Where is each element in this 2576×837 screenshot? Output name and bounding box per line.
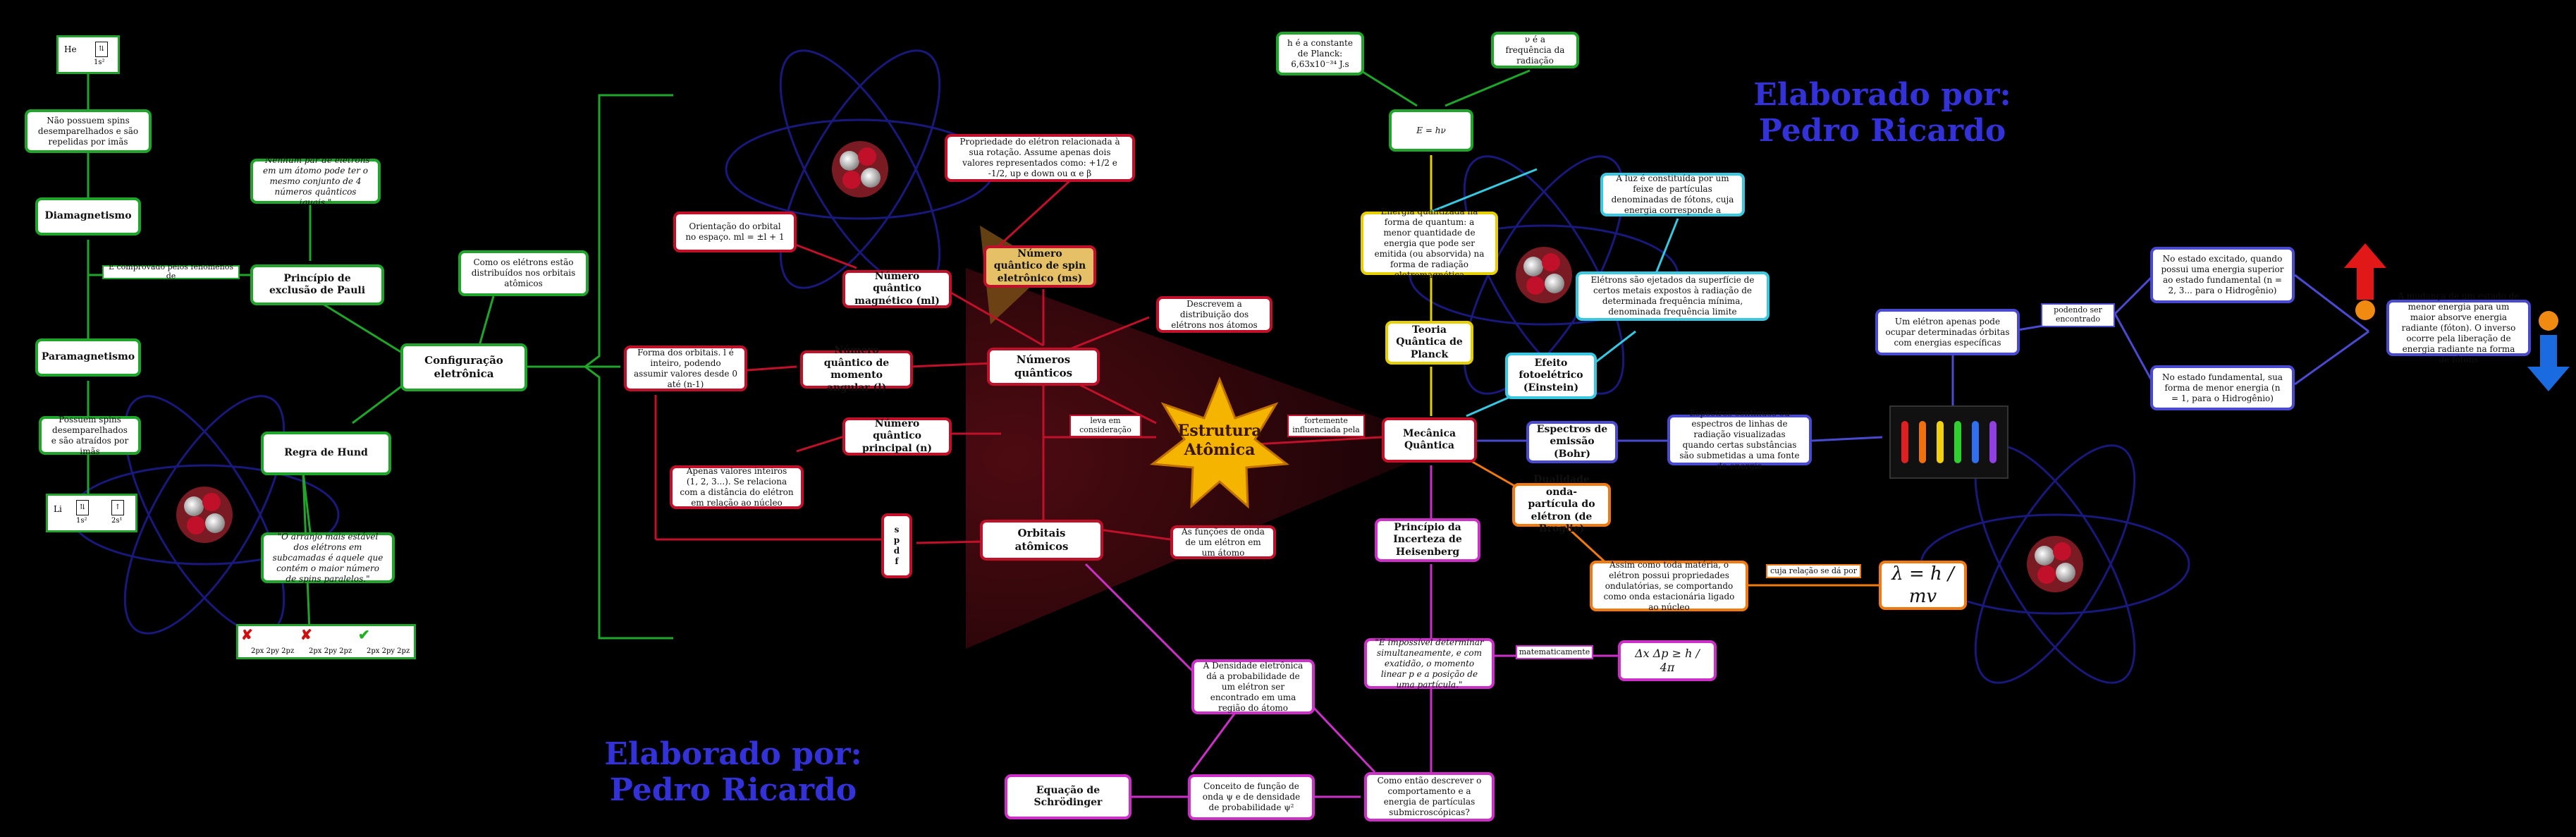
link-podendo-ser-encontrado: podendo ser encontrado	[2041, 303, 2115, 327]
flame-violet	[1989, 421, 1997, 463]
hund-node[interactable]: Regra de Hund	[261, 432, 391, 475]
numeros-def[interactable]: Descrevem a distribuição dos elétrons no…	[1156, 296, 1272, 333]
li-config-label-2: 2s¹	[111, 517, 123, 525]
hund-orbitals-label-1: 2px 2py 2pz	[251, 647, 295, 655]
momento-angular-node[interactable]: Número quântico de momento angular (l)	[800, 345, 913, 393]
orbitais-def[interactable]: As funções de onda de um elétron em um á…	[1170, 525, 1276, 559]
como-distribuidos[interactable]: Como os elétrons estão distribuídos nos …	[458, 250, 589, 296]
link-leva-em-consideracao: leva em consideração	[1069, 415, 1141, 437]
spectrum-image	[1889, 405, 2008, 479]
cross-icon-1: ✘	[241, 626, 253, 643]
flame-yellow	[1937, 421, 1944, 463]
e-hv-node[interactable]: E = hν	[1389, 109, 1473, 152]
densidade-node[interactable]: A Densidade eletrônica dá a probabilidad…	[1191, 659, 1315, 714]
principal-node[interactable]: Número quântico principal (n)	[842, 417, 952, 456]
como-entao-node[interactable]: Como então descrever o comportamento e a…	[1364, 772, 1495, 821]
hund-quote[interactable]: "O arranjo mais estável dos elétrons em …	[261, 532, 395, 584]
credit-top-right: Elaborado por: Pedro Ricardo	[1753, 77, 2011, 149]
spin-def[interactable]: Propriedade do elétron relacionada à sua…	[945, 134, 1135, 182]
li-orbital-box-2: ↑	[111, 500, 124, 515]
dia-def[interactable]: Não possuem spins desemparelhados e são …	[25, 109, 152, 153]
orbitais-atomicos-node[interactable]: Orbitais atômicos	[980, 520, 1103, 561]
paramagnetismo-node[interactable]: Paramagnetismo	[35, 338, 141, 377]
flame-orange	[1919, 421, 1926, 463]
efeito-def[interactable]: Elétrons são ejetados da superfície de c…	[1576, 271, 1770, 321]
planck-node[interactable]: Teoria Quântica de Planck	[1385, 321, 1473, 365]
numeros-quanticos-node[interactable]: Números quânticos	[987, 348, 1100, 386]
heisenberg-node[interactable]: Princípio da Incerteza de Heisenberg	[1375, 518, 1480, 562]
flame-green	[1954, 421, 1961, 463]
v-freq-node[interactable]: ν é a frequência da radiação	[1491, 32, 1579, 68]
central-star	[1150, 376, 1289, 509]
link-e-comprovado: É comprovado pelos fenômenos de	[102, 263, 240, 281]
center-title[interactable]: Estrutura Atômica	[1177, 421, 1262, 460]
principal-def[interactable]: Apenas valores inteiros (1, 2, 3...). Se…	[670, 465, 804, 509]
green-top-connectors	[1360, 69, 1531, 107]
magnetico-def[interactable]: Orientação do orbital no espaço. ml = ±l…	[673, 212, 797, 252]
dualidade-def[interactable]: Assim como toda matéria, o elétron possu…	[1590, 560, 1748, 612]
li-symbol: Li	[54, 504, 62, 514]
pauli-quote[interactable]: "Nenhum par de elétrons em um átomo pode…	[250, 155, 381, 207]
excitado-node[interactable]: No estado excitado, quando possui uma en…	[2150, 247, 2295, 303]
diamagnetismo-node[interactable]: Diamagnetismo	[35, 197, 141, 236]
flame-red	[1901, 421, 1908, 463]
h-const-node[interactable]: h é a constante de Planck: 6,63x10⁻³⁴ J.…	[1276, 32, 1364, 75]
mudanca-node[interactable]: A mudança de um estado de menor energia …	[2386, 291, 2531, 365]
nucleus-set	[176, 141, 2083, 592]
orange-connectors	[1466, 457, 1882, 587]
hund-orbitals-label-3: 2px 2py 2pz	[367, 647, 410, 655]
planck-def[interactable]: Energia quantizada na forma de quantum: …	[1361, 207, 1498, 280]
mecanica-node[interactable]: Mecânica Quântica	[1382, 417, 1477, 463]
efeito-node[interactable]: Efeito fotoelétrico (Einstein)	[1505, 353, 1597, 399]
energy-arrows-icon	[2344, 243, 2386, 320]
configuracao-node[interactable]: Configuração eletrônica	[400, 343, 527, 391]
he-config-label: 1s²	[94, 59, 105, 66]
fundamental-node[interactable]: No estado fundamental, sua forma de meno…	[2150, 365, 2295, 410]
he-orbital-box: ⇅	[95, 42, 108, 57]
hund-orbitals-box: ✘ ✘ ✔ 2px 2py 2pz 2px 2py 2pz 2px 2py 2p…	[236, 624, 416, 659]
flame-blue	[1972, 421, 1979, 463]
conceito-node[interactable]: Conceito de função de onda ψ e de densid…	[1188, 774, 1315, 820]
li-config-label-1: 1s²	[76, 517, 87, 525]
cross-icon-2: ✘	[300, 626, 312, 643]
spdf-node[interactable]: s p d f	[881, 513, 912, 578]
dualidade-node[interactable]: Dualidade onda-partícula do elétron (de …	[1512, 474, 1611, 534]
heis-formula[interactable]: Δx Δp ≥ h / 4π	[1618, 640, 1717, 681]
link-cuja-relacao: cuja relação se dá por	[1766, 564, 1861, 578]
fotons-node[interactable]: A luz é constituída por um feixe de part…	[1600, 173, 1745, 216]
energy-arrows-icon-2	[2527, 311, 2570, 391]
link-matematicamente: matematicamente	[1516, 645, 1593, 659]
espectros-node[interactable]: Espectros de emissão (Bohr)	[1526, 421, 1618, 463]
link-fortemente-influenciada: fortemente influenciada pela	[1287, 415, 1365, 437]
magnetico-node[interactable]: Número quântico magnético (ml)	[842, 270, 952, 308]
credit-bottom-center: Elaborado por: Pedro Ricardo	[604, 736, 862, 808]
li-orbital-box-1: ⇅	[76, 500, 89, 515]
orbitas-node[interactable]: Um elétron apenas pode ocupar determinad…	[1875, 309, 2020, 355]
he-config-box: He ⇅ 1s²	[56, 35, 120, 74]
check-icon: ✔	[358, 626, 370, 643]
espectros-def[interactable]: Espectros contínuos ou espectros de linh…	[1667, 408, 1812, 471]
li-config-box: Li ⇅ ↑ 1s² 2s¹	[46, 494, 137, 532]
hund-orbitals-label-2: 2px 2py 2pz	[309, 647, 352, 655]
pauli-node[interactable]: Princípio de exclusão de Pauli	[250, 264, 384, 305]
schrodinger-node[interactable]: Equação de Schrödinger	[1005, 774, 1131, 819]
he-symbol: He	[64, 44, 77, 54]
spin-node[interactable]: Número quântico de spin eletrônico (ms)	[983, 245, 1096, 288]
green-brace	[583, 94, 673, 640]
para-def[interactable]: Possuem spins desemparelhados e são atra…	[39, 415, 141, 456]
lambda-formula[interactable]: λ = h / mv	[1879, 561, 1967, 610]
heis-quote[interactable]: "É impossível determinar simultaneamente…	[1364, 637, 1495, 690]
momento-def[interactable]: Forma dos orbitais. l é inteiro, podendo…	[624, 346, 747, 391]
